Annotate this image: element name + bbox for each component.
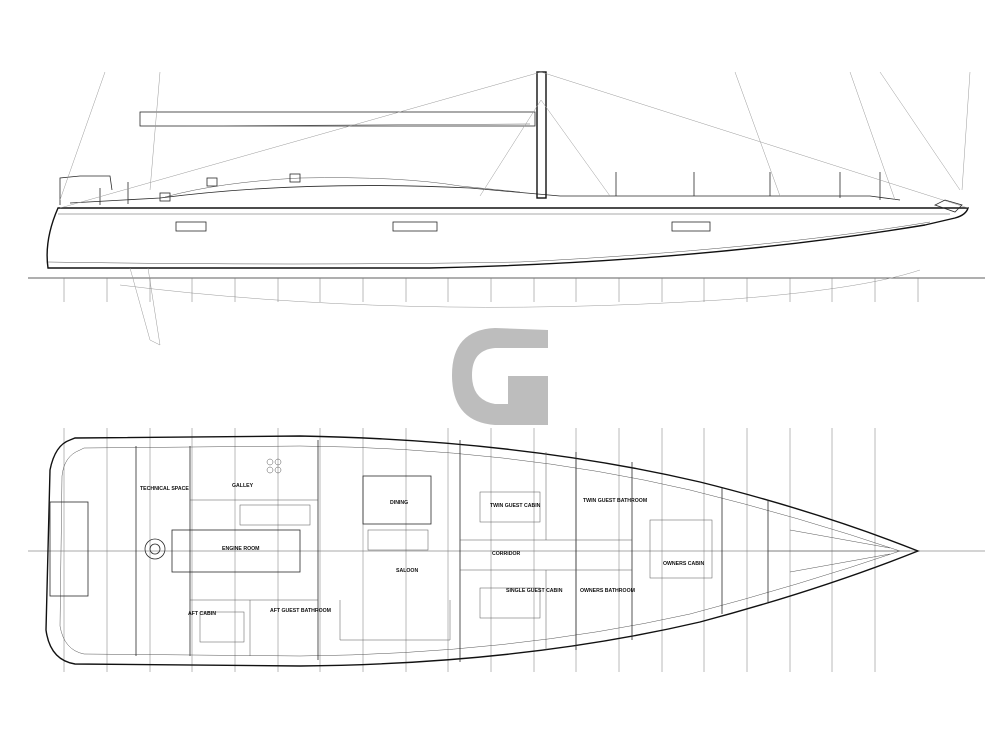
room-label-twin-guest-bathroom: TWIN GUEST BATHROOM (583, 498, 647, 504)
porthole (392, 221, 438, 232)
profile-view (28, 71, 985, 346)
room-label-owners-bathroom: OWNERS BATHROOM (580, 588, 635, 594)
aft-cabin-bed (199, 611, 245, 643)
winch (206, 177, 218, 187)
rudder-outline (129, 267, 161, 346)
cabin-walls (190, 452, 632, 656)
rigging (59, 71, 971, 209)
stanchions (99, 172, 881, 205)
boom (139, 111, 536, 127)
station-ticks (63, 278, 919, 302)
bow-fitting (933, 199, 963, 213)
mast (536, 71, 547, 199)
winch (159, 192, 171, 202)
room-label-single-guest-cabin: SINGLE GUEST CABIN (506, 588, 563, 594)
stern-pulpit (59, 175, 113, 205)
engine-room-box (171, 529, 301, 573)
room-label-engine-room: ENGINE ROOM (222, 546, 259, 552)
coachroof (164, 177, 521, 198)
saloon-sofa (339, 600, 451, 641)
room-label-dining: DINING (390, 500, 408, 506)
galley-counter (239, 504, 311, 526)
room-label-owners-cabin: OWNERS CABIN (663, 561, 704, 567)
hull-plan-outline (45, 435, 920, 667)
plan-view: TECHNICAL SPACE GALLEY ENGINE ROOM AFT C… (28, 428, 985, 672)
forepeak-lines (768, 529, 910, 573)
deck-line (69, 185, 901, 204)
porthole (671, 221, 711, 232)
room-label-aft-guest-bathroom: AFT GUEST BATHROOM (270, 608, 331, 614)
dining-table (362, 475, 432, 525)
galley-stove (266, 458, 282, 474)
hull-plan-inner (59, 445, 901, 657)
brand-logo-g-shape (452, 328, 548, 425)
porthole (175, 221, 207, 232)
room-label-galley: GALLEY (232, 483, 254, 489)
room-label-saloon: SALOON (396, 568, 418, 574)
room-label-aft-cabin: AFT CABIN (188, 611, 216, 617)
room-label-technical-space: TECHNICAL SPACE (140, 486, 189, 492)
swim-platform (49, 501, 89, 597)
room-label-twin-guest-cabin: TWIN GUEST CABIN (490, 503, 541, 509)
keel-line (47, 221, 931, 265)
winch (289, 173, 301, 183)
brand-logo (452, 328, 548, 425)
keel-sweep (119, 269, 921, 308)
boom-vang (179, 123, 531, 127)
room-label-corridor: CORRIDOR (492, 551, 520, 557)
rudder-stock (144, 538, 166, 560)
bulkheads (135, 440, 769, 662)
plan-station-grid (63, 428, 876, 672)
hull-profile (46, 207, 969, 269)
owners-bed (649, 519, 713, 579)
dining-bench (367, 529, 429, 551)
single-cabin-bed (479, 587, 541, 619)
twin-cabin-bed (479, 491, 541, 523)
rudder-stock-inner (149, 543, 161, 555)
